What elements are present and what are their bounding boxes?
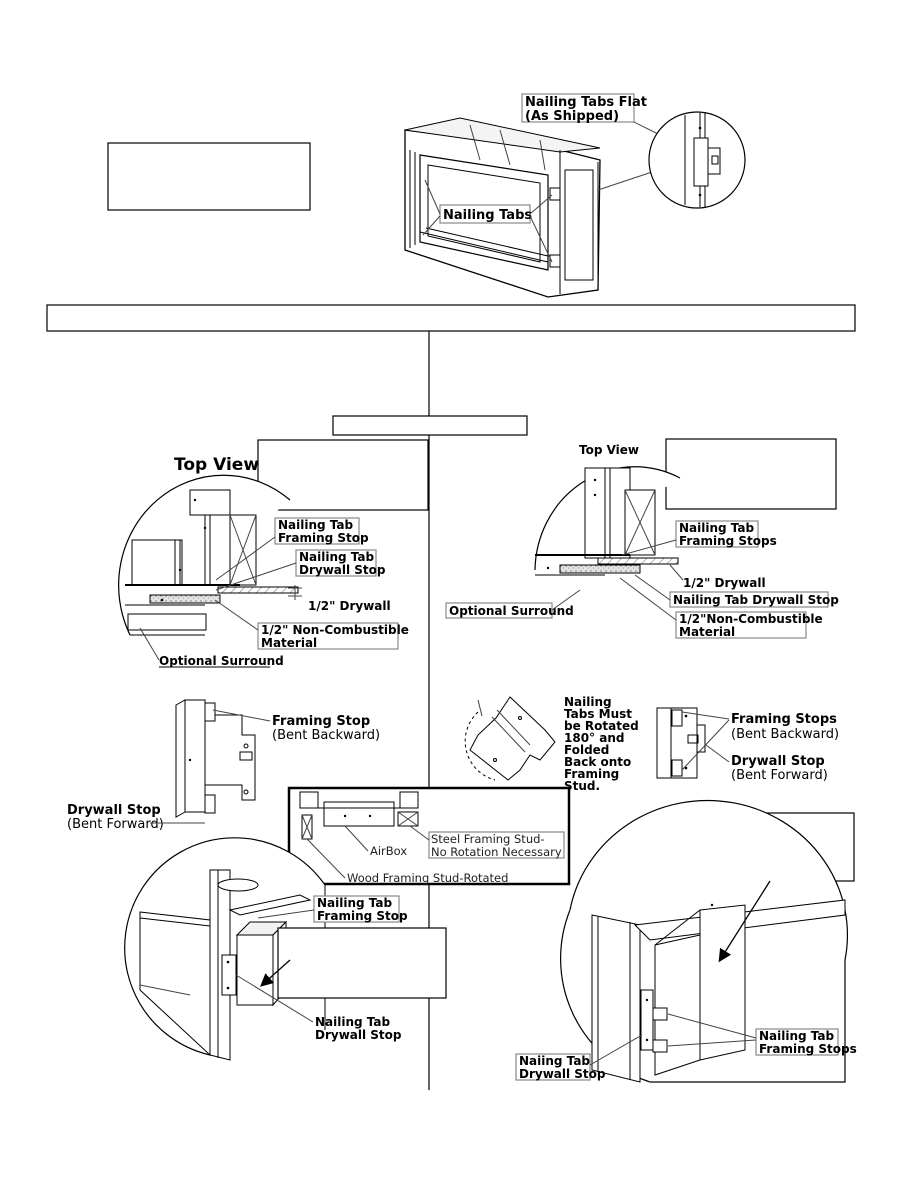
rotated-tab-drawing [464, 696, 556, 781]
label-framing-stop: Framing Stop [272, 714, 370, 729]
detail-circle-left-topview [118, 474, 299, 636]
label-rotate-4: 180° and [564, 731, 624, 745]
label-bent-forward-r: (Bent Forward) [731, 768, 828, 783]
label-br-drywall-stop-1: Naiing Tab [519, 1054, 590, 1068]
label-right-framing-stops-2: Framing Stops [679, 534, 777, 548]
label-wood-stud: Wood Framing Stud-Rotated [347, 871, 508, 885]
callout-steel-stud [428, 831, 565, 859]
label-left-drywall: 1/2" Drywall [308, 599, 391, 613]
label-br-drywall-stop-2: Drywall Stop [519, 1067, 606, 1081]
label-rotate-1: Nailing [564, 695, 612, 709]
callout-left-framing-stop [274, 517, 360, 545]
label-right-drywall: 1/2" Drywall [683, 576, 766, 590]
label-br-framing-stops-1: Nailing Tab [759, 1029, 835, 1043]
label-drywall-stop-r: Drywall Stop [731, 754, 825, 769]
label-nailing-tabs: Nailing Tabs [443, 208, 532, 223]
label-bl-drywall-stop-1: Nailing Tab [315, 1015, 391, 1029]
callout-br-framing-stops [755, 1028, 839, 1056]
detail-circle-bottom-right [560, 799, 849, 1083]
label-right-surround: Optional Surround [449, 604, 574, 618]
callout-bl-framing-stop [313, 895, 400, 923]
blank-callout-top-left [107, 142, 311, 211]
label-top-view-right: Top View [579, 443, 639, 457]
label-bl-framing-stop-1: Nailing Tab [317, 896, 393, 910]
label-right-noncomb-1: 1/2"Non-Combustible [679, 612, 823, 626]
nailing-tab-part-left [175, 699, 256, 818]
label-bent-forward: (Bent Forward) [67, 817, 164, 832]
callout-left-noncomb [257, 622, 399, 650]
callout-right-noncomb [675, 611, 807, 639]
label-left-surround: Optional Surround [159, 654, 284, 668]
label-left-noncomb-2: Material [261, 636, 317, 650]
callout-right-framing-stops [675, 520, 759, 548]
label-top-view-left: Top View [174, 455, 259, 475]
label-rotate-5: Folded [564, 743, 609, 757]
nailing-tab-part-right [656, 707, 706, 779]
label-rotate-7: Framing [564, 767, 619, 781]
blank-callout-bottom-left [277, 927, 447, 999]
label-rotate-3: be Rotated [564, 719, 639, 733]
label-left-drywall-stop-1: Nailing Tab [299, 550, 375, 564]
detail-circle-bottom-left [124, 837, 326, 1061]
label-right-noncomb-2: Material [679, 625, 735, 639]
label-left-framing-stop-2: Framing Stop [278, 531, 369, 545]
detail-circle-right-topview [534, 466, 681, 576]
label-right-drywall-stop: Nailing Tab Drywall Stop [673, 593, 839, 607]
label-nailing-tabs-flat: Nailing Tabs Flat [525, 95, 647, 110]
label-bl-framing-stop-2: Framing Stop [317, 909, 408, 923]
label-steel-stud-1: Steel Framing Stud- [431, 832, 545, 846]
label-left-noncomb-1: 1/2" Non-Combustible [261, 623, 409, 637]
label-drywall-stop: Drywall Stop [67, 803, 161, 818]
callout-left-drywall-stop [295, 549, 377, 577]
callout-br-drywall-stop [515, 1053, 591, 1081]
center-label-box [332, 415, 528, 436]
blank-callout-right-top [665, 438, 837, 510]
section-header-box [46, 304, 856, 332]
label-rotate-6: Back onto [564, 755, 631, 769]
label-rotate-8: Stud. [564, 779, 600, 793]
label-bent-backward: (Bent Backward) [272, 728, 380, 743]
callout-box-tabs-flat [521, 93, 635, 123]
label-bl-drywall-stop-2: Drywall Stop [315, 1028, 402, 1042]
airbox-plan-drawing [299, 791, 419, 840]
label-rotate-2: Tabs Must [564, 707, 632, 721]
label-framing-stops-r: Framing Stops [731, 712, 837, 727]
label-steel-stud-2: No Rotation Necessary [431, 845, 562, 859]
label-bent-backward-r: (Bent Backward) [731, 727, 839, 742]
label-right-framing-stops-1: Nailing Tab [679, 521, 755, 535]
label-left-framing-stop-1: Nailing Tab [278, 518, 354, 532]
label-airbox: AirBox [370, 844, 407, 858]
label-as-shipped: (As Shipped) [525, 109, 619, 124]
callout-right-surround [445, 602, 553, 619]
label-left-drywall-stop-2: Drywall Stop [299, 563, 386, 577]
detail-circle-tabs-flat [648, 111, 746, 209]
label-br-framing-stops-2: Framing Stops [759, 1042, 857, 1056]
